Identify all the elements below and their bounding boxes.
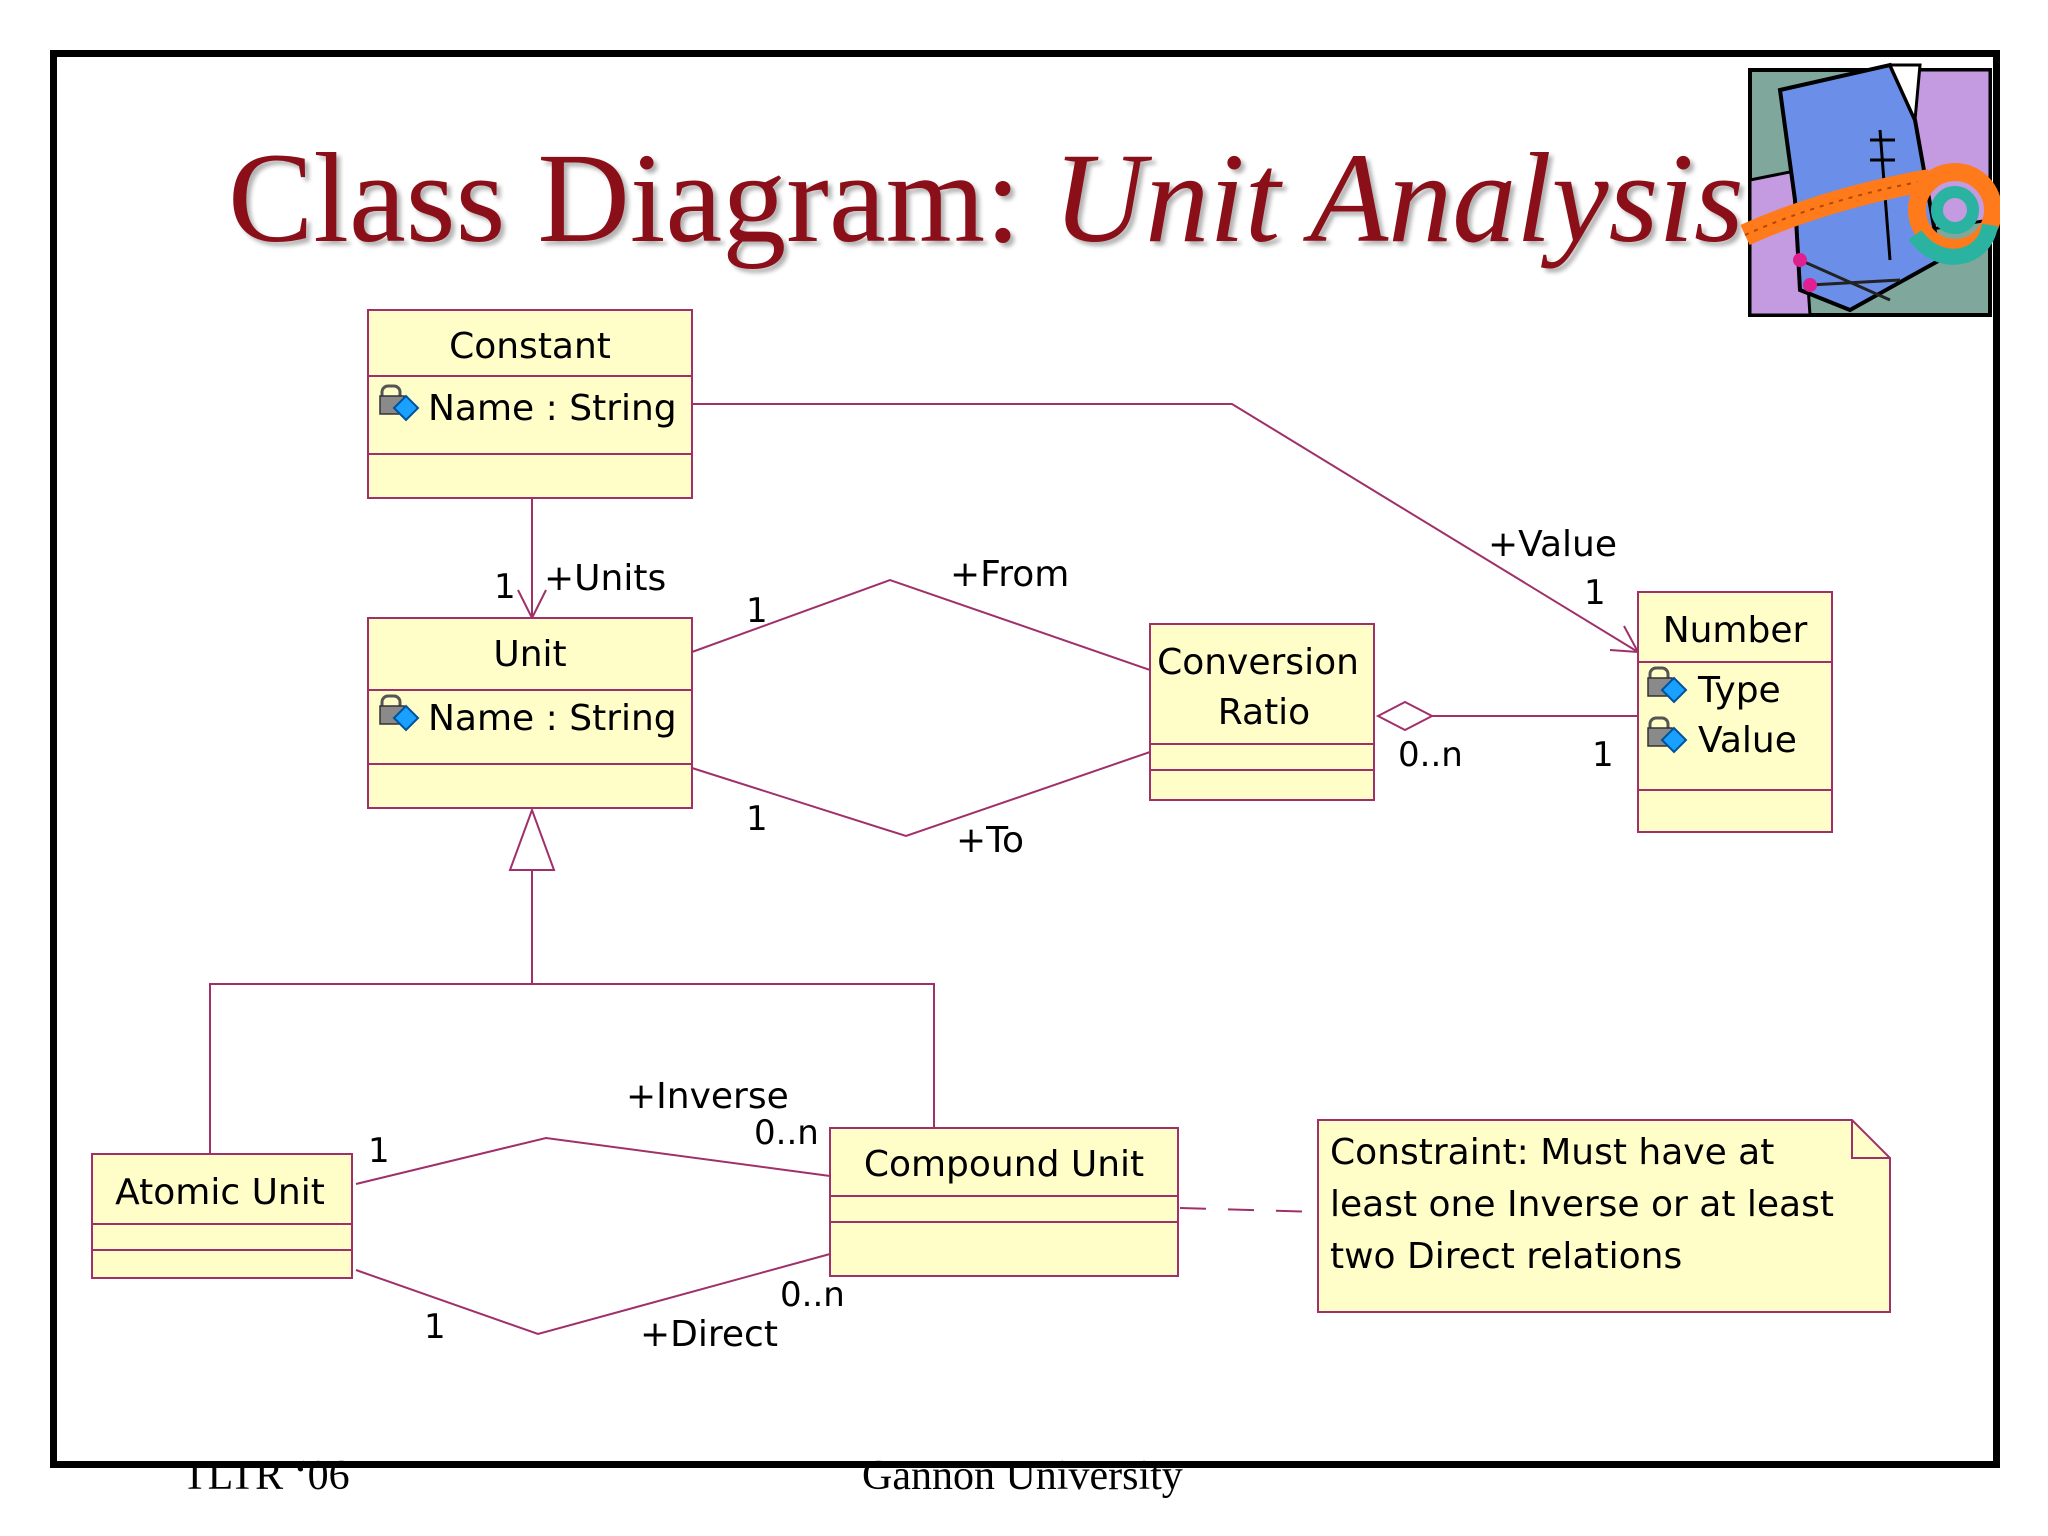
ratio-multiplicity: 0..n [1398,735,1463,775]
note-connector [1179,1207,1319,1213]
class-constant-attribute: Name : String [428,388,677,429]
constant-unit-role: +Units [544,558,666,599]
note-line-2: least one Inverse or at least [1330,1184,1834,1225]
class-unit-attribute: Name : String [428,698,677,739]
class-unit[interactable]: Unit Name : String [367,617,693,809]
title-plain: Class Diagram: [228,127,1053,269]
to-role: +To [956,820,1024,861]
constant-number-line [692,403,1639,653]
class-compound-unit[interactable]: Compound Unit [829,1127,1179,1277]
constant-unit-multiplicity: 1 [494,567,516,607]
from-multiplicity: 1 [746,591,768,631]
number-multiplicity: 1 [1592,735,1614,775]
class-atomic-unit[interactable]: Atomic Unit [91,1153,353,1279]
class-number-attribute-type: Type [1697,670,1781,711]
direct-atomic-multiplicity: 1 [424,1307,446,1347]
footer-center: Gannon University [862,1453,1183,1499]
aggregation-diamond [1375,700,1435,732]
slide-title: Class Diagram: Unit Analysis [228,128,1744,269]
footer-left: TLTR ‘06 [182,1453,350,1499]
title-italic: Unit Analysis [1052,127,1744,269]
class-number[interactable]: Number Type Value [1637,591,1833,833]
class-compound-unit-name: Compound Unit [864,1144,1144,1185]
constant-number-multiplicity: 1 [1584,573,1606,613]
from-role: +From [950,554,1069,595]
note-line-1: Constraint: Must have at [1330,1132,1774,1173]
inverse-association-line [355,1136,831,1185]
class-conversion-ratio[interactable]: Conversion Ratio [1149,623,1375,801]
class-conversion-ratio-name-line2: Ratio [1218,692,1310,733]
from-association-line [691,578,1151,671]
constant-number-role: +Value [1488,524,1617,565]
generalization-triangle [508,807,556,871]
slide-frame [50,50,2000,1468]
class-conversion-ratio-name-line1: Conversion [1157,642,1359,683]
class-atomic-unit-name: Atomic Unit [115,1172,325,1213]
class-number-name: Number [1663,610,1808,651]
direct-role: +Direct [640,1314,778,1355]
direct-association-line [355,1253,831,1336]
direct-compound-multiplicity: 0..n [780,1275,845,1315]
constraint-note[interactable]: Constraint: Must have at least one Inver… [1317,1119,1891,1313]
inverse-role: +Inverse [626,1076,789,1117]
inverse-compound-multiplicity: 0..n [754,1113,819,1153]
inverse-atomic-multiplicity: 1 [368,1131,390,1171]
class-constant-name: Constant [449,326,611,367]
class-number-attribute-value: Value [1698,720,1797,761]
constant-number-arrowhead [1609,625,1640,654]
sewing-clipart-icon [1740,62,2000,317]
class-unit-name: Unit [493,634,566,675]
to-association-line [691,751,1151,838]
to-multiplicity: 1 [746,799,768,839]
class-constant[interactable]: Constant Name : String [367,309,693,499]
note-line-3: two Direct relations [1330,1236,1682,1277]
inheritance-branches [209,983,935,1154]
